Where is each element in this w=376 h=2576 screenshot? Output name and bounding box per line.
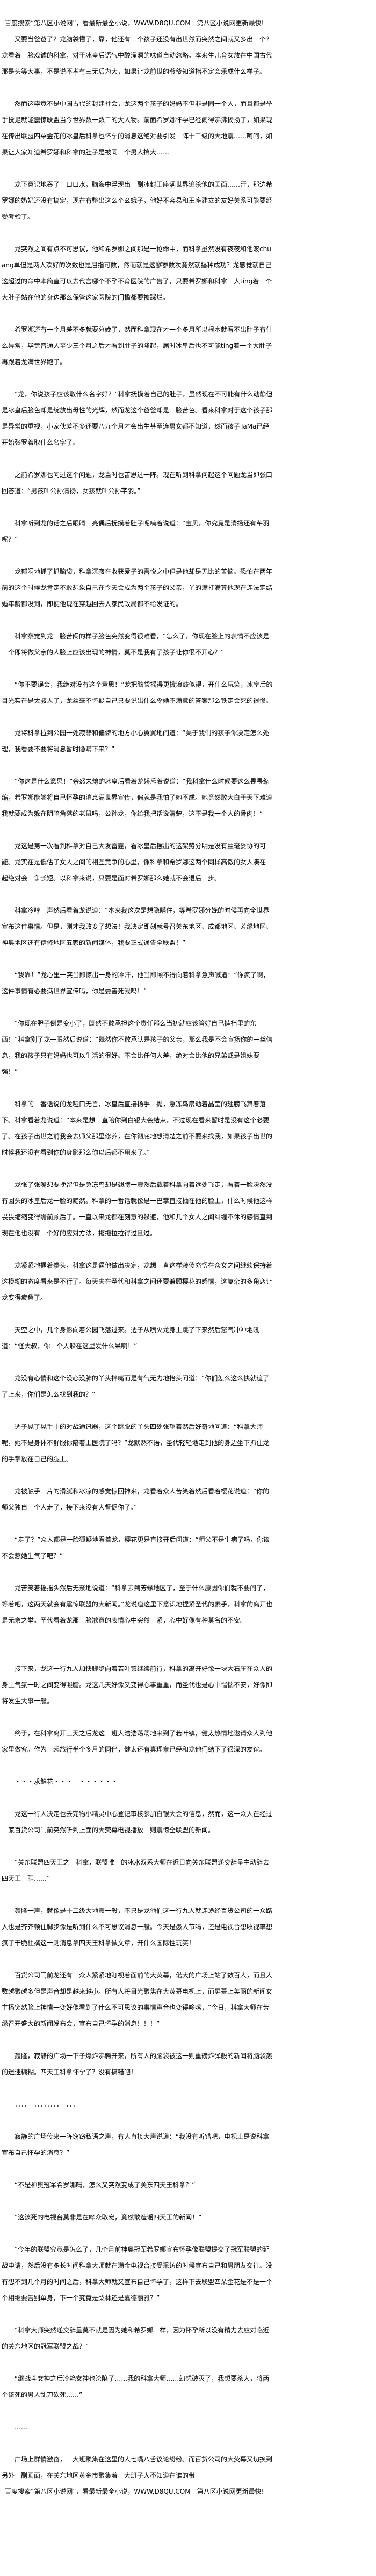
- story-paragraph: “你现在胆子倒是变小了，既然不敢承担这个责任那么当初就应该管好自己裤裆里的东西！…: [2, 1020, 273, 1076]
- story-paragraph: “不是神奥冠军希罗娜吗，怎么又突然变成了关东四天王科拿？”: [15, 2181, 196, 2189]
- story-paragraph: 科拿察觉到龙一脸苦闷的样子脸色突然变得很难看，“怎么了，你现在脸上的表情不应该是…: [2, 632, 270, 656]
- story-paragraph: “继战斗女神之后冷艳女神也沦陷了……我的科拿大师……幻想破灭了，我想要杀人，将两…: [2, 2375, 270, 2399]
- story-paragraph: 龙将科拿拉到公园一处寂静和偏僻的地方小心翼翼地问道：“关于我们的孩子你决定怎么处…: [2, 729, 270, 753]
- story-paragraph: “你这是什么意思！”余怒未熄的冰皇后看着龙娇斥着说道：“我科拿什么时候要这么畏畏…: [2, 778, 273, 817]
- story-paragraph: 接下来，龙这一行九人加快脚步向着若叶镇继续前行，科拿的离开好像一块大石压在众人的…: [2, 1665, 273, 1705]
- story-paragraph: 轰隆，寂静的广场一下子爆炸沸腾开来，所有人的脑袋被这一则重磅炸弹般的新闻将脑袋轰…: [2, 2052, 273, 2076]
- story-paragraph: 又要当爸爸了？龙脑袋懵了，靠，他还有一个孩子还没有出世然而突然之间就又多出一个？…: [2, 35, 273, 75]
- story-paragraph: 希罗娜还有一个月差不多就要分娩了，然而科拿现在才一个多月所以根本就看不出肚子有什…: [2, 326, 273, 366]
- story-paragraph: “科拿大师突然递交辞呈莫不就是因为她和希罗娜一样，因为怀孕所以没有精力去应对临近…: [2, 2326, 270, 2350]
- story-paragraph: 广场上群情激奋，一大班聚集在这里的人七嘴八舌议论纷纷。而百货公司的大荧幕又切换到…: [2, 2456, 273, 2479]
- story-paragraph: “关东联盟四天王之一科拿，联盟唯一的冰水双系大师在近日向关东联盟递交辞呈主动辞去…: [2, 1859, 270, 1882]
- story-paragraph: 龙郁闷地抓了抓脑袋，科拿沉寂在收获爱子的喜悦之中但是他却是无比的苦恼。恐怕在两年…: [2, 568, 273, 608]
- story-paragraph: 科拿的一番话说的龙哑口无言，冰皇后直接扬手一抛，急冻鸟扇动着晶莹的翅膀飞舞着落下…: [2, 1100, 273, 1156]
- site-banner-top: 百度搜索“第八区小说网”，看最新最全小说，WWW.D8QU.COM 第八区小说网…: [5, 19, 264, 27]
- story-paragraph: 天空之中，几个身影向着公园飞落过来。透子从喷火龙身上跳了下来然后怒气冲冲地吼道：…: [2, 1326, 260, 1350]
- story-paragraph: 然而这毕竟不是中国古代的封建社会，龙这两个孩子的妈妈不但非是同一个人，而且都是举…: [2, 100, 273, 156]
- story-paragraph: ・・・求鲜花・・・ ・・・・・・: [15, 1778, 118, 1785]
- story-paragraph: 龙突然之间有点不可思议，他和希罗娜之间那是一枪命中，而科拿虽然没有夜夜和他滚ch…: [2, 245, 272, 301]
- story-paragraph: 科拿听到龙的话之后眼睛一亮偶后抚摸着肚子呢喃着说道：“宝贝，你究竟是清扬还有芊羽…: [2, 520, 270, 543]
- story-paragraph: “你不要误会，我绝对没有这个意思！”龙把脑袋摇得更拨浪鼓似得，开什么玩笑，冰皇后…: [2, 681, 273, 705]
- story-paragraph: 科拿冷哼一声然后看着龙说道：“本来我这次是想隐瞒住，等希罗娜分娩的时候再向全世界…: [2, 907, 273, 947]
- story-paragraph: “走了？”众人都是一脸狐疑地看着龙，樱花更是直接开后问道：“师父不是生病了吗，你…: [2, 1536, 270, 1560]
- chapter-page: 百度搜索“第八区小说网”，看最新最全小说，WWW.D8QU.COM 第八区小说网…: [2, 19, 273, 2495]
- story-paragraph: 龙张了张嘴想要挽留但是急冻鸟却是翅膀一震然后载着科拿向着远处飞走，看着一脸决然没…: [2, 1181, 273, 1237]
- story-paragraph: 龙苦笑着摇摇头然后无奈地说道：“科拿去到芳缘地区了，至于什么原因你们就不要问了，…: [2, 1584, 273, 1624]
- story-paragraph: 寂静的广场传来一阵窃窃私语之声，有人直接大声说道：“我没有听错吧，电视上是说科拿…: [2, 2133, 270, 2157]
- story-paragraph: 龙下意识地吞了一口口水，脑海中浮现出一副冰封王座满世界追杀他的画面……汗，那边希…: [2, 181, 273, 220]
- story-paragraph: 之前希罗娜也问过这个问题，龙当时也苦思过一阵。现在听到科拿问起这个问题龙当即张口…: [2, 471, 273, 495]
- story-paragraph: 龙这是第一次看到科拿对自己大发雷霆，看冰皇后摆出的这架势分明是没有丝毫妥协的可能…: [2, 842, 273, 882]
- story-paragraph: 龙这一行人决定也去宠物小精灵中心登记审核参加白银大会的信息，然而，这一众人在经过…: [2, 1810, 273, 1834]
- story-paragraph: 龙紧紧地握着拳头，科拿这是逼他做出决定，龙想一直这样装傻充愣在众女之间继续保持着…: [2, 1262, 273, 1301]
- story-paragraph: ．．．． ．．．．．．．． ．．．: [15, 2101, 79, 2108]
- story-paragraph: 透子晃了晃手中的对战通讯器，这个跳脱的丫头四处张望着然后好奇地问道：“科拿大师呢…: [2, 1423, 270, 1463]
- story-paragraph: 龙没有心情和这个没心没肺的丫头拌嘴而是有气无力地抬头问道：“你们怎么这么快就追了…: [2, 1375, 270, 1398]
- story-paragraph: “龙，你说孩子应该取什么名字好？”科拿抚摸着自己的肚子，虽然现在不可能有什么动静…: [2, 390, 273, 446]
- story-paragraph: “今年的联盟究竟是怎么了，几个月前神奥冠军希罗娜宣布怀孕像联盟提交了冠军联盟的延…: [2, 2246, 273, 2302]
- story-paragraph: “这该死的电视台莫非是在哗众取宠，竟然敢造谣四天王的新闻！”: [15, 2214, 202, 2221]
- site-banner-bottom: 百度搜索“第八区小说网”，看最新最全小说，WWW.D8QU.COM 第八区小说网…: [5, 2488, 264, 2495]
- story-paragraph: 百货公司门前龙还有一众人紧紧地盯视着面前的大荧幕，偌大的广场上站了数百人，而且人…: [2, 1972, 273, 2027]
- story-paragraph: 龙被触手一片的滑腻和冰凉的感觉惊回神来，龙看着众人苦笑着然后看着樱花说道：“你的…: [2, 1488, 270, 1511]
- story-paragraph: 终于，在科拿离开三天之后龙这一班人浩浩荡荡地来到了若叶镇，健太热情地邀请众人到他…: [2, 1730, 273, 1753]
- story-paragraph: 轰隆一声，就像是十二级大地震一般，不只是龙他们这一行九人就连途经百货公司的一众路…: [2, 1907, 273, 1947]
- story-paragraph: ……: [15, 2423, 27, 2431]
- chapter-content: 又要当爸爸了？龙脑袋懵了，靠，他还有一个孩子还没有出世然而突然之间就又多出一个？…: [2, 31, 273, 2484]
- story-paragraph: “我靠！”龙心里一突当即惊出一身的冷汗，他当即顾不得向着科拿急声喊道：“你疯了啊…: [2, 971, 270, 995]
